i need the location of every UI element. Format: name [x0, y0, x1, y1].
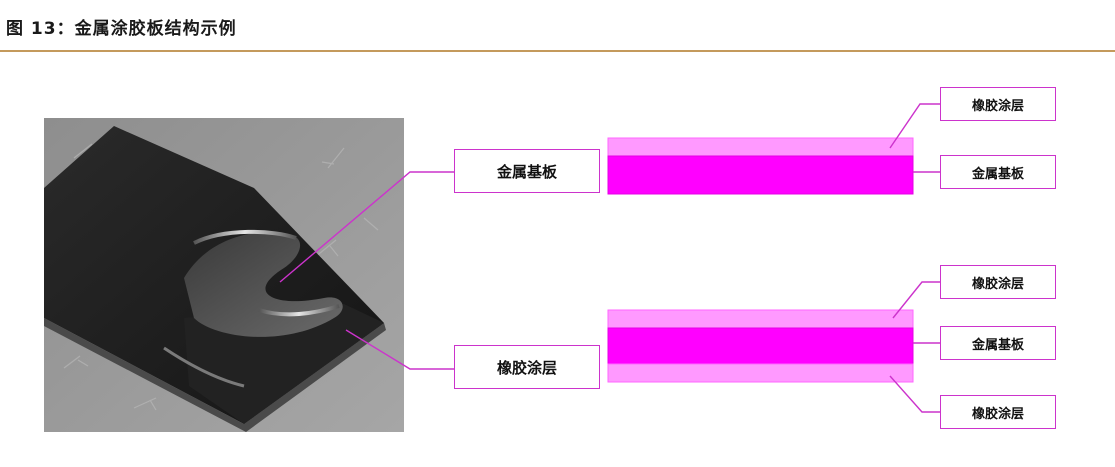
single-label-coating: 橡胶涂层	[940, 87, 1056, 121]
double-label-bottom-coating: 橡胶涂层	[940, 395, 1056, 429]
double-top-coating-layer	[607, 309, 914, 329]
leader-line-photo-substrate	[279, 171, 454, 283]
single-coating-layer	[607, 137, 914, 157]
photo-label-substrate: 金属基板	[454, 149, 600, 193]
single-substrate-layer	[607, 155, 914, 195]
leader-line-single-coating	[889, 103, 940, 149]
photo-label-coating: 橡胶涂层	[454, 345, 600, 389]
double-substrate-layer	[607, 327, 914, 365]
double-label-top-coating: 橡胶涂层	[940, 265, 1056, 299]
double-label-substrate: 金属基板	[940, 326, 1056, 360]
leader-line-double-bottom-coating	[889, 375, 940, 413]
title-divider	[0, 50, 1115, 52]
single-label-substrate: 金属基板	[940, 155, 1056, 189]
figure-title: 图 13：金属涂胶板结构示例	[6, 19, 237, 39]
coated-plate-photo	[44, 118, 404, 432]
leader-line-photo-coating	[345, 329, 454, 370]
double-bottom-coating-layer	[607, 363, 914, 383]
leader-line-double-top-coating	[892, 281, 940, 319]
